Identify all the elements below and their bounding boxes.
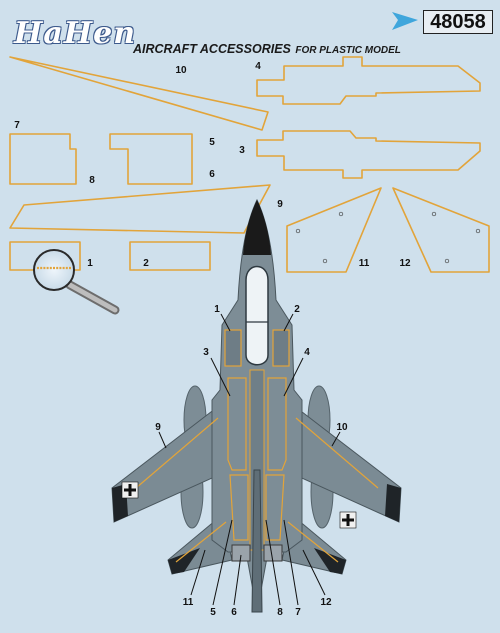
label-12: 12 [399, 258, 411, 269]
mask-11 [286, 187, 382, 273]
plane-label-9: 9 [155, 422, 161, 433]
mask-4 [256, 56, 481, 105]
label-6: 6 [209, 169, 215, 180]
label-3: 3 [239, 145, 245, 156]
plane-label-11: 11 [183, 597, 194, 608]
label-10: 10 [175, 65, 187, 76]
tagline: AIRCRAFT ACCESSORIES FOR PLASTIC MODEL [133, 40, 401, 58]
aircraft-top-view [111, 198, 402, 613]
plane-label-4: 4 [304, 347, 310, 358]
label-4: 4 [255, 61, 261, 72]
label-11: 11 [359, 258, 370, 269]
plane-label-7: 7 [295, 607, 301, 618]
mask-10 [9, 56, 269, 131]
mask-1 [9, 241, 81, 271]
label-2: 2 [143, 258, 149, 269]
mask-5 [109, 133, 193, 185]
plane-label-6: 6 [231, 607, 237, 618]
plane-label-5: 5 [210, 607, 216, 618]
magnifier-icon [33, 249, 120, 315]
plane-label-1: 1 [214, 304, 220, 315]
tagline-main: AIRCRAFT ACCESSORIES [133, 42, 291, 56]
mask-9 [9, 184, 271, 234]
mask-3 [256, 130, 481, 179]
plane-label-10: 10 [336, 422, 348, 433]
plane-label-2: 2 [294, 304, 300, 315]
label-7: 7 [14, 120, 20, 131]
label-9: 9 [277, 199, 283, 210]
product-code: 48058 [423, 10, 493, 34]
plane-label-8: 8 [277, 607, 283, 618]
mask-12 [392, 187, 490, 273]
iron-cross-icon [121, 481, 139, 499]
plane-label-3: 3 [203, 347, 209, 358]
brand-logo: HaHen [14, 16, 137, 51]
label-1: 1 [87, 258, 93, 269]
iron-cross-icon [339, 511, 357, 529]
label-8: 8 [89, 175, 95, 186]
label-5: 5 [209, 137, 215, 148]
mask-2 [129, 241, 211, 271]
arrow-icon [120, 12, 418, 30]
tagline-sub: FOR PLASTIC MODEL [295, 45, 401, 56]
mask-8 [9, 133, 77, 185]
plane-label-12: 12 [320, 597, 332, 608]
